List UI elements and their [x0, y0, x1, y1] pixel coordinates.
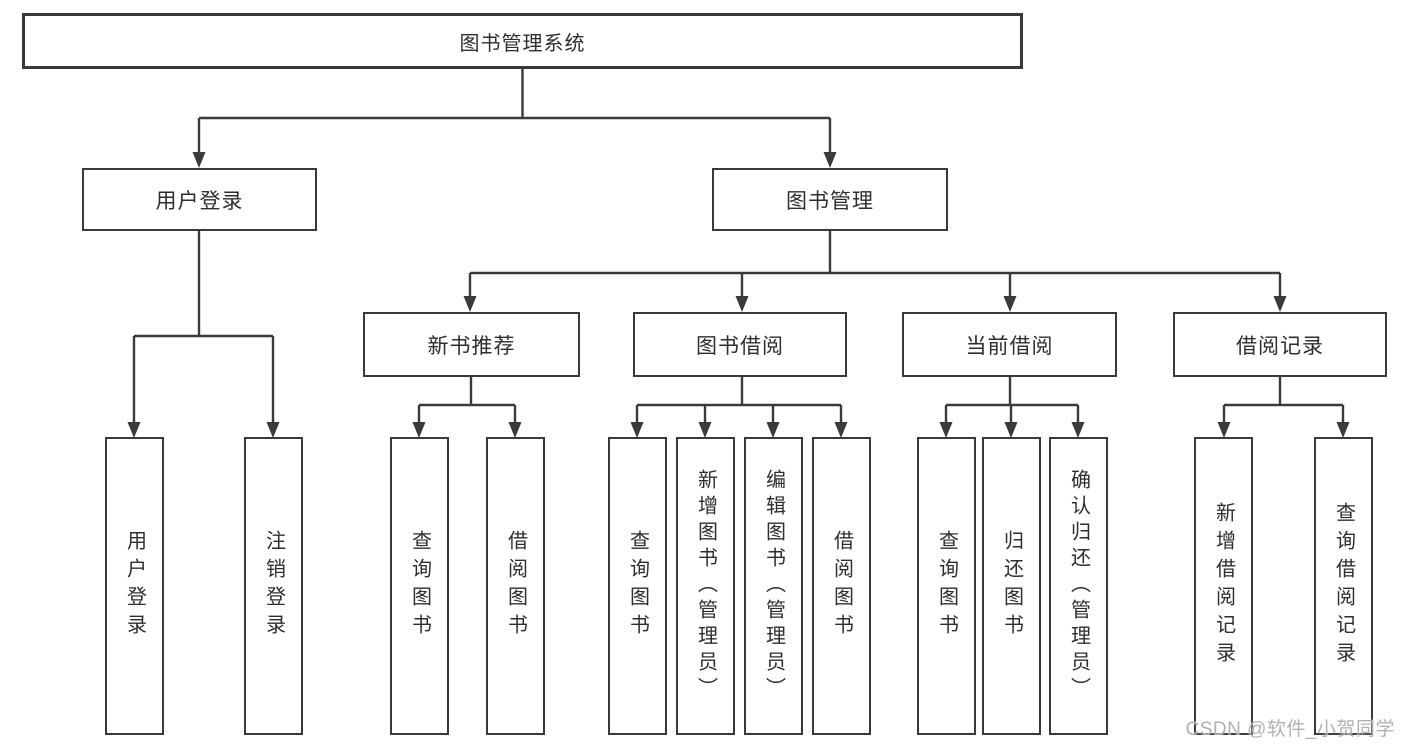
node-logout: 注销登录: [244, 437, 303, 735]
node-query-borrow-record: 查询借阅记录: [1314, 437, 1373, 735]
node-label: 查询图书: [408, 530, 431, 642]
node-label: 编辑图书（管理员）: [762, 469, 785, 703]
node-library-management-system: 图书管理系统: [22, 13, 1023, 69]
node-label: 新增图书（管理员）: [694, 469, 717, 703]
node-label: 借阅图书: [504, 530, 527, 642]
node-current-borrowing: 当前借阅: [902, 312, 1117, 377]
node-return-book: 归还图书: [982, 437, 1041, 735]
csdn-watermark: CSDN @软件_小贺同学: [1185, 719, 1395, 740]
node-query-books-current: 查询图书: [917, 437, 976, 735]
node-book-management: 图书管理: [712, 168, 948, 231]
node-label: 新增借阅记录: [1212, 502, 1235, 670]
node-add-borrow-record: 新增借阅记录: [1194, 437, 1253, 735]
node-edit-book-admin: 编辑图书（管理员）: [744, 437, 803, 735]
node-label: 查询图书: [626, 530, 649, 642]
node-query-books-borrowing: 查询图书: [608, 437, 667, 735]
node-user-login-group: 用户登录: [82, 168, 317, 231]
node-label: 借阅图书: [830, 530, 853, 642]
node-user-login: 用户登录: [105, 437, 164, 735]
node-add-book-admin: 新增图书（管理员）: [676, 437, 735, 735]
node-query-books-recommend: 查询图书: [390, 437, 449, 735]
node-label: 归还图书: [1000, 530, 1023, 642]
node-borrow-books-borrowing: 借阅图书: [812, 437, 871, 735]
tree-branch-lines: [132, 69, 1345, 423]
node-borrowing-records: 借阅记录: [1173, 312, 1387, 377]
node-label: 注销登录: [262, 530, 285, 642]
node-label: 查询图书: [935, 530, 958, 642]
node-label: 查询借阅记录: [1332, 502, 1355, 670]
node-label: 用户登录: [123, 530, 146, 642]
node-label: 确认归还（管理员）: [1067, 469, 1090, 703]
node-book-borrowing: 图书借阅: [633, 312, 847, 377]
node-new-book-recommend: 新书推荐: [363, 312, 580, 377]
node-confirm-return-admin: 确认归还（管理员）: [1049, 437, 1108, 735]
node-borrow-books-recommend: 借阅图书: [486, 437, 545, 735]
